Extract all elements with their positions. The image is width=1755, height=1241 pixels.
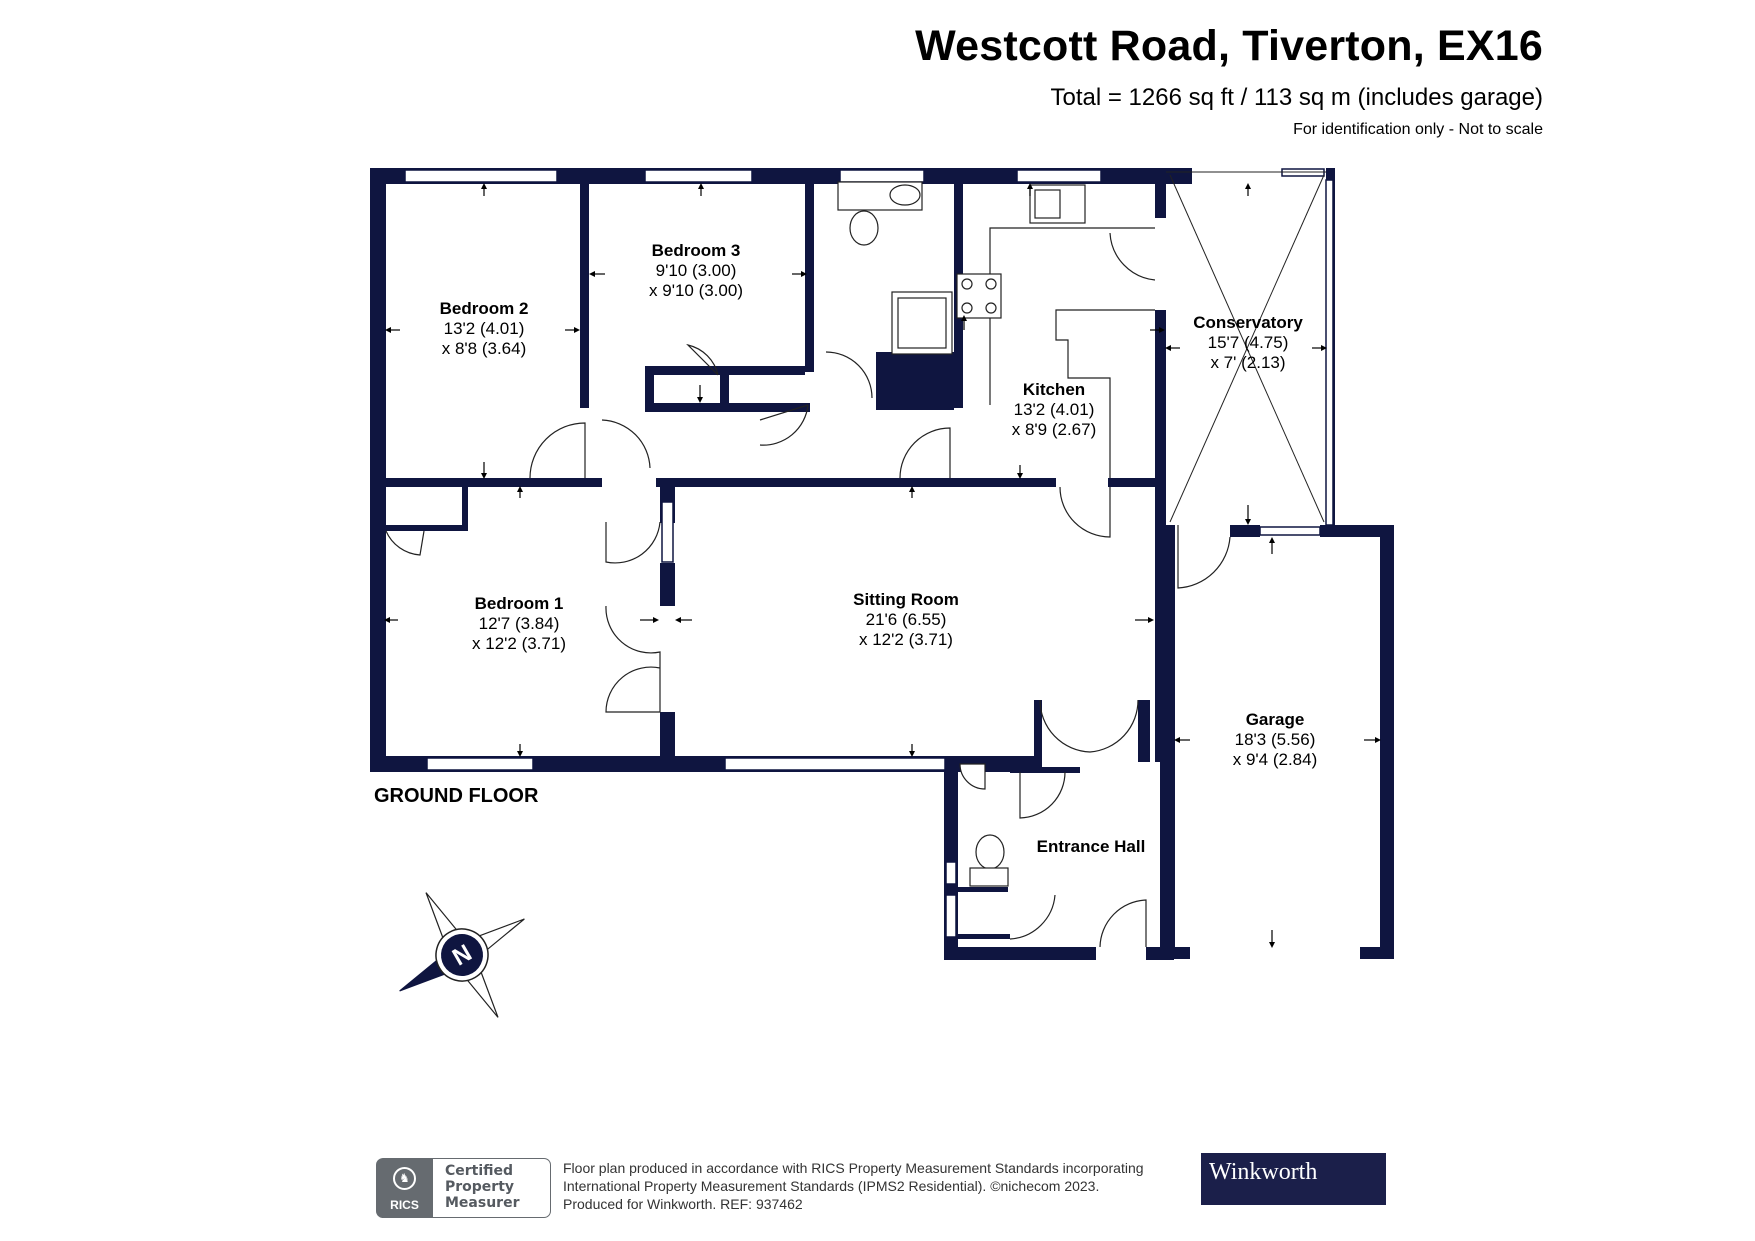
footer-line: Floor plan produced in accordance with R…	[563, 1160, 1144, 1176]
room-conservatory: Conservatory 15'7 (4.75) x 7' (2.13)	[1193, 313, 1303, 373]
brand-logo: Winkworth	[1201, 1153, 1386, 1205]
room-name: Sitting Room	[853, 590, 959, 609]
room-dimension: 13'2 (4.01)	[443, 319, 525, 338]
room-entrance-hall: Entrance Hall	[1037, 837, 1146, 857]
room-dimension: x 8'9 (2.67)	[1011, 420, 1097, 439]
room-name: Bedroom 3	[651, 241, 741, 260]
badge-line: Certified	[445, 1163, 514, 1179]
badge-line: Property	[445, 1179, 515, 1195]
door-swings	[385, 232, 1231, 948]
room-dimension: x 9'4 (2.84)	[1232, 750, 1318, 769]
room-name: Conservatory	[1193, 313, 1303, 332]
fixtures	[837, 181, 1086, 887]
room-dimension: x 7' (2.13)	[1210, 353, 1286, 372]
dimension-arrows	[384, 183, 1381, 948]
room-dimension: x 8'8 (3.64)	[441, 339, 527, 358]
windows	[404, 168, 1334, 938]
room-dimension: 9'10 (3.00)	[655, 261, 737, 280]
room-name: Entrance Hall	[1036, 837, 1146, 856]
disclaimer: For identification only - Not to scale	[1293, 121, 1543, 138]
room-dimension: x 9'10 (3.00)	[649, 281, 743, 300]
floor-label: GROUND FLOOR	[374, 785, 539, 807]
room-name: Bedroom 2	[439, 299, 529, 318]
room-dimension: 15'7 (4.75)	[1207, 333, 1289, 352]
rics-certification: Certified Property Measurer	[433, 1158, 551, 1218]
room-sitting-room: Sitting Room 21'6 (6.55) x 12'2 (3.71)	[853, 590, 959, 650]
footer-notes: Floor plan produced in accordance with R…	[563, 1159, 1144, 1213]
room-kitchen: Kitchen 13'2 (4.01) x 8'9 (2.67)	[1012, 380, 1097, 440]
footer-line: Produced for Winkworth. REF: 937462	[563, 1196, 803, 1212]
room-name: Bedroom 1	[474, 594, 564, 613]
badge-line: Measurer	[445, 1195, 520, 1211]
room-bedroom-2: Bedroom 2 13'2 (4.01) x 8'8 (3.64)	[440, 299, 529, 359]
room-dimension: 13'2 (4.01)	[1013, 400, 1095, 419]
room-bedroom-1: Bedroom 1 12'7 (3.84) x 12'2 (3.71)	[472, 594, 566, 654]
compass-rose	[399, 892, 525, 1018]
lion-icon: ♞	[393, 1167, 416, 1190]
kitchen-worktop	[989, 227, 1155, 478]
rics-logo: ♞ RICS	[376, 1158, 433, 1218]
conservatory-glazing	[1166, 171, 1326, 523]
footer-line: International Property Measurement Stand…	[563, 1178, 1100, 1194]
room-name: Kitchen	[1022, 380, 1086, 399]
room-dimension: 18'3 (5.56)	[1234, 730, 1316, 749]
rics-badge: ♞ RICS Certified Property Measurer	[376, 1158, 552, 1218]
room-dimension: x 12'2 (3.71)	[859, 630, 953, 649]
total-area: Total = 1266 sq ft / 113 sq m (includes …	[1050, 84, 1543, 111]
room-dimension: x 12'2 (3.71)	[472, 634, 566, 653]
room-dimension: 21'6 (6.55)	[865, 610, 947, 629]
rics-word: RICS	[390, 1198, 419, 1212]
room-dimension: 12'7 (3.84)	[478, 614, 560, 633]
room-garage: Garage 18'3 (5.56) x 9'4 (2.84)	[1233, 710, 1318, 770]
page-title: Westcott Road, Tiverton, EX16	[915, 22, 1543, 70]
room-name: Garage	[1245, 710, 1305, 729]
room-bedroom-3: Bedroom 3 9'10 (3.00) x 9'10 (3.00)	[649, 241, 743, 301]
walls	[370, 168, 1394, 960]
brand-name: Winkworth	[1209, 1159, 1318, 1185]
